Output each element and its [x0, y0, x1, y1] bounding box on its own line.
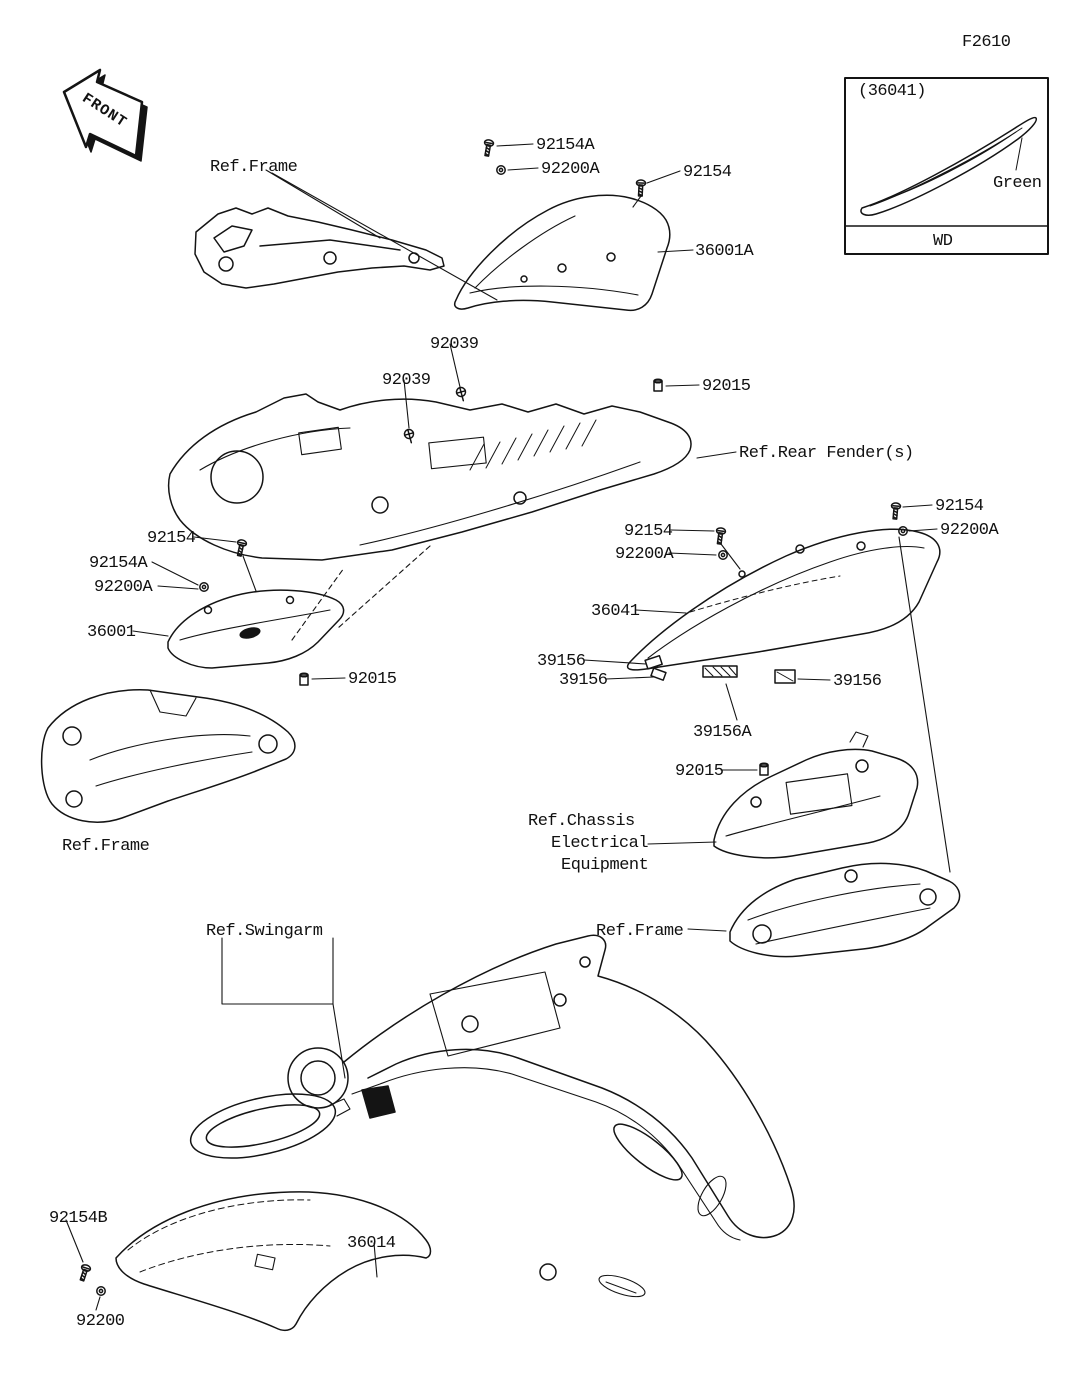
callout-36001: 36001: [87, 623, 136, 642]
callout-ref-chassis-line2: Electrical: [551, 834, 649, 853]
callout-ref-chassis-line3: Equipment: [561, 856, 649, 875]
inset-title: (36041): [858, 82, 926, 101]
callout-92200a-right: 92200A: [940, 521, 999, 540]
callout-39156-b: 39156: [559, 671, 608, 690]
callout-36001a: 36001A: [695, 242, 754, 261]
callout-92200a-mid: 92200A: [615, 545, 674, 564]
callout-92015-right: 92015: [675, 762, 724, 781]
callout-ref-frame-left: Ref.Frame: [62, 837, 150, 856]
callout-36014: 36014: [347, 1234, 396, 1253]
callout-39156-c: 39156: [833, 672, 882, 691]
callout-39156-a: 39156: [537, 652, 586, 671]
part-rear-fender-assembly: [167, 393, 692, 561]
part-36001a-side-cover: [454, 194, 671, 312]
part-36001-side-cover: [167, 589, 345, 669]
inset-color-code: WD: [933, 232, 953, 251]
callout-92015-top: 92015: [702, 377, 751, 396]
front-arrow-icon: [62, 68, 148, 162]
part-frame-bracket-top: [194, 207, 445, 289]
callout-92200a-top: 92200A: [541, 160, 600, 179]
inset-36041-box: [844, 77, 1049, 255]
callout-ref-chassis-line1: Ref.Chassis: [528, 812, 635, 831]
callout-92200a-left: 92200A: [94, 578, 153, 597]
callout-ref-frame-top: Ref.Frame: [210, 158, 298, 177]
callout-92039-upper: 92039: [430, 335, 479, 354]
part-36041-side-cover: [626, 528, 941, 671]
part-frame-left: [40, 689, 296, 823]
callout-92154-right: 92154: [935, 497, 984, 516]
part-frame-rear: [729, 862, 961, 958]
callout-92154b: 92154B: [49, 1209, 108, 1228]
callout-92039-lower: 92039: [382, 371, 431, 390]
callout-39156a: 39156A: [693, 723, 752, 742]
inset-color-label: Green: [993, 174, 1042, 193]
figure-code: F2610: [962, 33, 1011, 52]
callout-ref-rear-fender: Ref.Rear Fender(s): [739, 444, 914, 463]
part-swingarm: [287, 934, 795, 1298]
part-36014-chain-cover: [115, 1191, 432, 1332]
callout-92154-left: 92154: [147, 529, 196, 548]
callout-ref-frame-right: Ref.Frame: [596, 922, 684, 941]
callout-ref-swingarm: Ref.Swingarm: [206, 922, 323, 941]
part-39156-dampers: [644, 654, 796, 684]
part-chain-case: [189, 1093, 351, 1159]
part-chassis-electrical: [713, 731, 919, 859]
callout-36041: 36041: [591, 602, 640, 621]
callout-92154a-left: 92154A: [89, 554, 148, 573]
callout-92154-top: 92154: [683, 163, 732, 182]
leader-lines: [65, 143, 951, 1311]
callout-92015-left: 92015: [348, 670, 397, 689]
callout-92154a-top: 92154A: [536, 136, 595, 155]
callout-92200: 92200: [76, 1312, 125, 1331]
callout-92154-mid: 92154: [624, 522, 673, 541]
